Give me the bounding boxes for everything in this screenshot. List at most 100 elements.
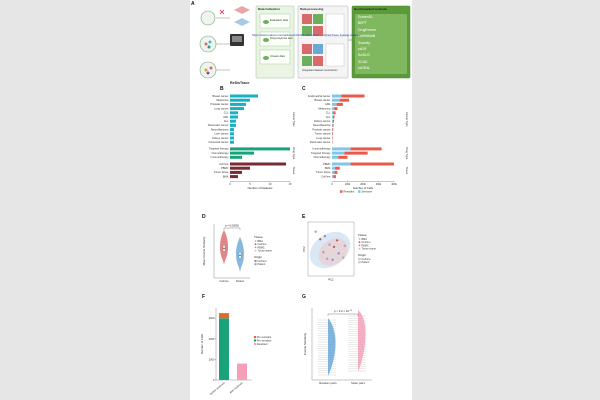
- bar-sensitive: [332, 155, 339, 159]
- legend-label: Pre-resistant: [257, 336, 271, 339]
- half-violin: [328, 318, 336, 376]
- x-tick-label: 0: [331, 182, 333, 186]
- category-label: Cell line: [219, 162, 229, 166]
- x-axis-label: Number of Cells: [353, 186, 374, 190]
- bar-resistant: [336, 102, 343, 106]
- x-tick-label: 100k: [345, 182, 351, 186]
- x-tick-label: After treatment: [229, 381, 244, 394]
- stacked-bar-segment: [237, 363, 247, 380]
- legend-swatch-origin: [358, 257, 361, 261]
- x-axis-label: Number of Datasets: [248, 186, 273, 190]
- panel-a: A: [190, 0, 412, 90]
- group-label: Tissue: [405, 167, 409, 175]
- bar-sensitive: [332, 162, 351, 166]
- bar: [230, 155, 242, 159]
- method-item: SciDUC: [358, 53, 371, 58]
- legend-label-origin: Cell line: [258, 260, 268, 263]
- x-tick-label: 15: [289, 182, 292, 186]
- x-tick-label: Cell line: [219, 279, 229, 283]
- category-label: Melanoma: [216, 98, 229, 102]
- half-violin: [358, 310, 366, 372]
- x-tick-label: 0: [229, 182, 231, 186]
- bar-resistant: [333, 111, 336, 115]
- category-label: Immunotherapy: [210, 155, 229, 159]
- bar: [230, 128, 234, 132]
- stacked-bar-segment: [219, 313, 229, 319]
- confidence-ellipse-patient: [318, 238, 348, 266]
- category-label: Tumor tissue: [214, 170, 229, 174]
- legend-marker-tissue: [254, 240, 257, 242]
- category-label: Immunotherapy: [312, 147, 331, 151]
- scatter-point: [332, 245, 336, 248]
- group-label: Drug Type: [292, 147, 296, 159]
- y-tick-label: 4000: [209, 337, 215, 341]
- method-item: Scarcity: [358, 40, 371, 45]
- processing-title: Data processing: [300, 7, 324, 11]
- legend-label-tissue: PBMC: [258, 246, 265, 249]
- bar-resistant: [334, 170, 338, 174]
- group-label: Cancer Type: [292, 112, 296, 127]
- legend-label: Pre-sensitive: [257, 339, 272, 342]
- legend-title-tissue: Tissue: [254, 235, 263, 239]
- bar-resistant: [335, 166, 340, 170]
- bar-sensitive: [332, 147, 351, 151]
- cell-circle-bot: [199, 61, 217, 79]
- legend-swatch-resistant: [340, 190, 343, 193]
- category-label: AML: [325, 102, 331, 106]
- bar: [230, 98, 250, 102]
- bar: [230, 94, 258, 98]
- panel-label-a: A: [191, 1, 195, 7]
- y-axis-label: Number of Cells: [200, 333, 204, 354]
- collection-item-3: Unseen data: [270, 55, 285, 58]
- legend-title-origin: Origin: [358, 253, 366, 257]
- category-label: AML: [223, 115, 229, 119]
- overlay-link[interactable]: https://www.nature.com/articles/s41467-0…: [252, 33, 361, 37]
- bar-resistant: [338, 155, 348, 159]
- legend-swatch: [254, 336, 257, 339]
- legend-label-tissue: Cell line: [362, 241, 372, 244]
- method-item: scDR: [358, 46, 367, 51]
- bar: [230, 115, 238, 119]
- panel-label-c: C: [302, 86, 306, 92]
- category-label: Lung cancer: [214, 106, 228, 110]
- x-tick-label: Sister pairs: [351, 381, 366, 385]
- legend-title-tissue: Tissue: [358, 233, 367, 237]
- category-label: Targeted therapy: [311, 151, 331, 155]
- bar-sensitive: [332, 111, 334, 115]
- p-value: p < 2.2 × 10−16: [334, 309, 352, 313]
- category-label: Kidney cancer: [314, 119, 331, 123]
- bar-resistant: [332, 128, 334, 132]
- category-label: Pancreatic cancer: [310, 140, 331, 144]
- collection-item-1: Evaluation data: [270, 19, 288, 22]
- scatter-point: [328, 243, 331, 246]
- scatter-point: [323, 234, 326, 238]
- collection-title: Data Collection: [258, 7, 280, 11]
- legend-label-tissue: Tumor tissue: [258, 250, 273, 253]
- category-label: Breast cancer: [212, 94, 228, 98]
- x-axis-label: PC1: [328, 278, 334, 282]
- category-label: Breast cancer: [314, 98, 330, 102]
- legend-swatch-origin: [358, 261, 361, 264]
- legend-marker-tissue: [254, 246, 257, 249]
- bar-sensitive: [332, 151, 345, 155]
- significance-bracket: [327, 313, 359, 316]
- legend-swatch-origin: [254, 263, 257, 266]
- category-label: CLL: [224, 111, 229, 115]
- category-label: Chemotherapy: [211, 151, 229, 155]
- cell-circle-mid: [199, 35, 217, 53]
- y-axis-label: Mean Cosine Similarity: [202, 236, 206, 265]
- category-label: Neuroblastoma: [313, 123, 331, 127]
- x-tick-label: 300k: [376, 182, 382, 186]
- legend-label-origin: Patient: [258, 263, 266, 266]
- legend-label-origin: Patient: [362, 261, 370, 264]
- stacked-bar-segment: [219, 318, 229, 380]
- scatter-point: [342, 256, 345, 259]
- method-item: SCAD: [358, 59, 368, 64]
- group-label: Drug Type: [405, 147, 409, 159]
- tool-name: ReSisTrace: [230, 81, 250, 85]
- category-label: Tumor tissue: [316, 170, 331, 174]
- scatter-point: [326, 257, 329, 260]
